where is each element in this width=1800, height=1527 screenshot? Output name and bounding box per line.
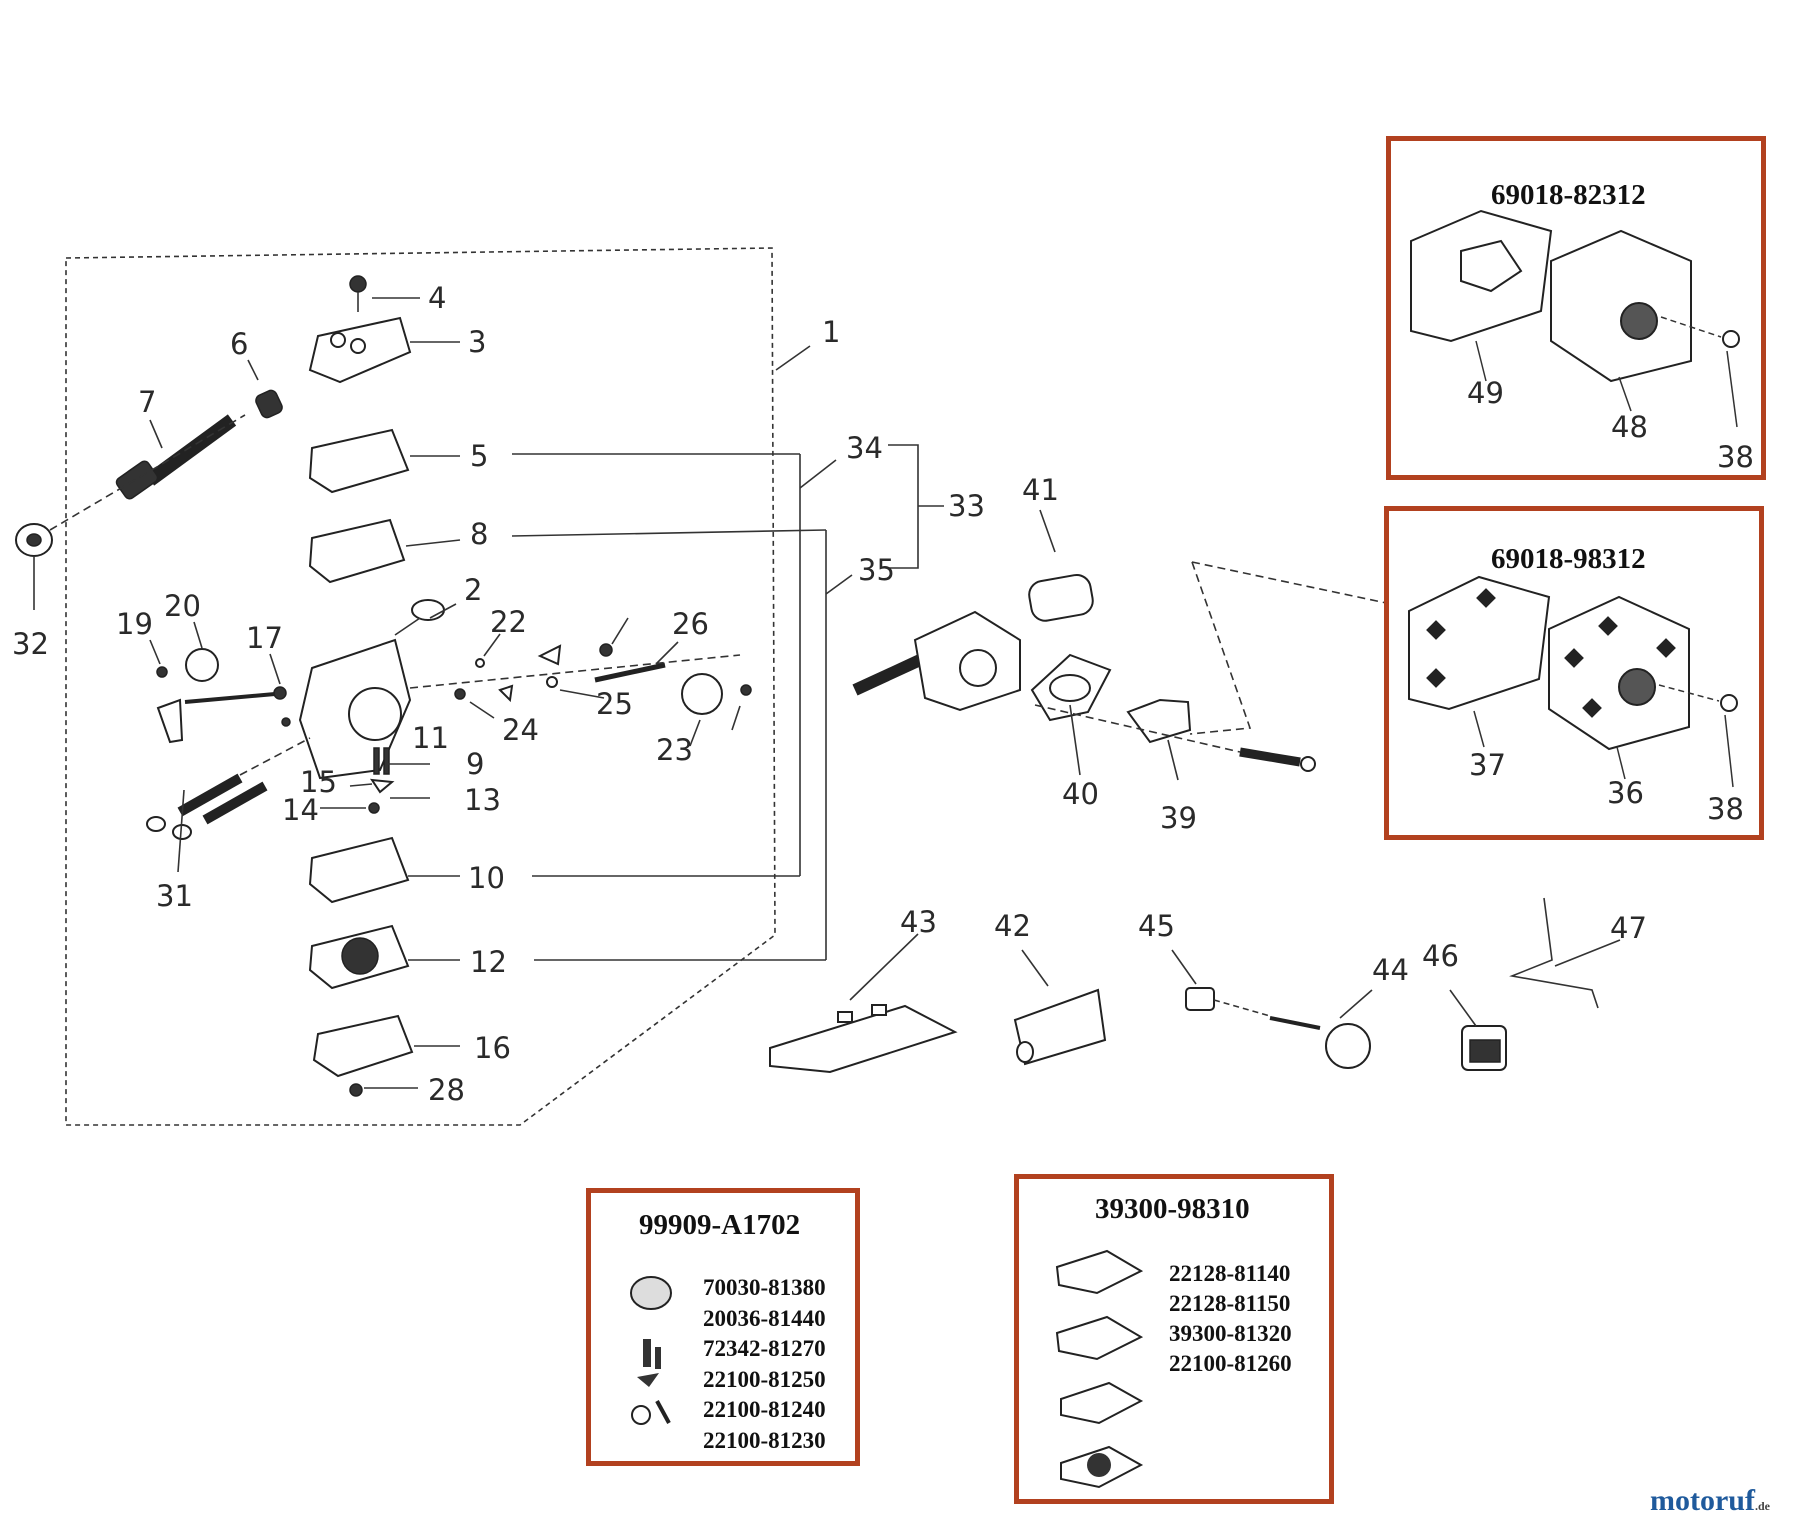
kit-part-number: 72342-81270: [703, 1336, 826, 1361]
leader-lines: [33, 297, 1621, 1089]
kit-code: 69018-82312: [1491, 179, 1646, 211]
callout-32: 32: [12, 627, 49, 661]
callout-20: 20: [164, 589, 201, 623]
callout-43: 43: [900, 905, 937, 939]
kit-part-number: 22100-81230: [703, 1427, 826, 1453]
callout-41: 41: [1022, 473, 1059, 507]
logo-suffix: .de: [1754, 1499, 1770, 1513]
callout-14: 14: [282, 793, 319, 827]
callout-4: 4: [428, 281, 446, 315]
kit-part-number: 22100-81240: [703, 1397, 826, 1422]
kit-parts-list: 22128-81140 22128-81150 39300-81320 2210…: [1169, 1259, 1292, 1379]
callout-5: 5: [470, 439, 488, 473]
callout-12: 12: [470, 945, 507, 979]
kit-box-cover-b: 69018-98312 37 36 38: [1384, 506, 1764, 840]
callout-15: 15: [300, 765, 337, 799]
callout-40: 40: [1062, 777, 1099, 811]
assembly-boundary: [65, 247, 776, 1126]
kit-part-number: 22128-81150: [1169, 1291, 1291, 1316]
kit-label: 36: [1607, 776, 1644, 810]
kit-label: 38: [1717, 440, 1754, 474]
callout-2: 2: [464, 573, 482, 607]
callout-25: 25: [596, 687, 633, 721]
callout-numbers: 1 2 3 4 5 6 7 8 9 10 11 12 13 14 15 16 1…: [12, 281, 1647, 1107]
callout-28: 28: [428, 1073, 465, 1107]
callout-17: 17: [246, 621, 283, 655]
kit-part-number: 20036-81440: [703, 1305, 826, 1331]
kit-part-number: 39300-81320: [1169, 1321, 1292, 1346]
kit-label: 49: [1467, 376, 1504, 410]
kit-box-cover-a: 69018-82312 49 48 38: [1386, 136, 1766, 480]
callout-46: 46: [1422, 939, 1459, 973]
callout-7: 7: [138, 385, 156, 419]
callout-11: 11: [412, 721, 449, 755]
callout-35: 35: [858, 553, 895, 587]
callout-24: 24: [502, 713, 539, 747]
kit-label: 37: [1469, 748, 1506, 782]
callout-26: 26: [672, 607, 709, 641]
kit-code: 39300-98310: [1095, 1193, 1250, 1225]
callout-39: 39: [1160, 801, 1197, 835]
callout-1: 1: [822, 315, 840, 349]
callout-19a: 19: [116, 607, 153, 641]
callout-33: 33: [948, 489, 985, 523]
carburetor-parts-left: [15, 275, 752, 1097]
kit-code: 69018-98312: [1491, 543, 1646, 575]
repair-small-illustration: [630, 1276, 672, 1425]
kit-part-number: 22100-81250: [703, 1366, 826, 1392]
callout-13: 13: [464, 783, 501, 817]
kit-part-number: 22100-81260: [1169, 1351, 1292, 1376]
repair-gasket-illustration: [1055, 1249, 1144, 1489]
kit-label: 38: [1707, 792, 1744, 826]
callout-9: 9: [466, 747, 484, 781]
callout-47: 47: [1610, 911, 1647, 945]
kit-parts-list: 70030-81380 20036-81440 72342-81270 2210…: [703, 1273, 826, 1456]
callout-6: 6: [230, 327, 248, 361]
callout-3: 3: [468, 325, 486, 359]
callout-34: 34: [846, 431, 883, 465]
callout-16: 16: [474, 1031, 511, 1065]
kit-label: 48: [1611, 410, 1648, 444]
logo-text: motoruf: [1650, 1484, 1755, 1517]
callout-10: 10: [468, 861, 505, 895]
callout-31: 31: [156, 879, 193, 913]
cover-a-illustration: 49 48 38: [1410, 209, 1754, 474]
callout-23: 23: [656, 733, 693, 767]
callout-22: 22: [490, 605, 527, 639]
callout-44: 44: [1372, 953, 1409, 987]
kit-code: 99909-A1702: [639, 1209, 801, 1241]
cover-b-illustration: 37 36 38: [1408, 575, 1744, 826]
callout-45: 45: [1138, 909, 1175, 943]
kit-box-repair-small: 99909-A1702 70030-81380 20036-81440 7234…: [586, 1188, 860, 1466]
kit-part-number: 70030-81380: [703, 1275, 826, 1300]
kit-box-repair-gasket: 39300-98310 22128-81140 22128-81150 3930…: [1014, 1174, 1334, 1504]
motoruf-logo: motoruf.de: [1650, 1484, 1770, 1518]
carburetor-assembly-center: [852, 561, 1411, 772]
callout-8: 8: [470, 517, 488, 551]
accessory-parts-row: [769, 897, 1599, 1074]
kit-part-number: 22128-81140: [1169, 1261, 1291, 1286]
callout-42: 42: [994, 909, 1031, 943]
